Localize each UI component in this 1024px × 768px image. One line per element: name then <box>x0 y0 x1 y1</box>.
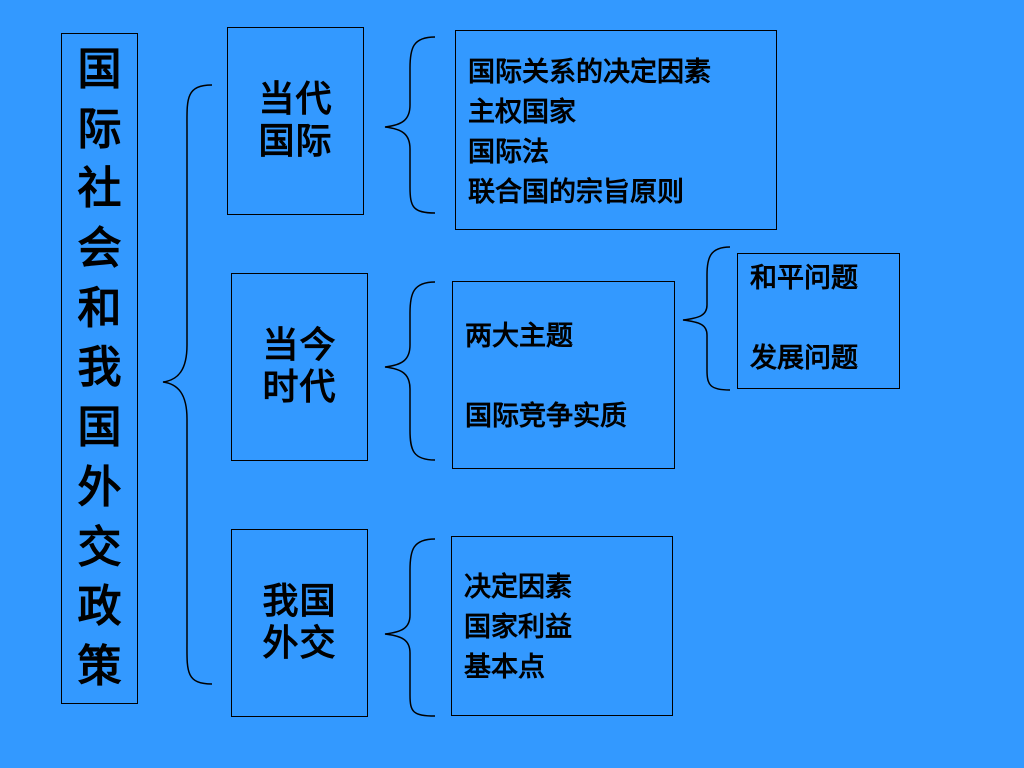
category-label-line: 当代 <box>258 78 333 120</box>
main-title-char: 和 <box>77 282 122 334</box>
category-label-line: 国际 <box>258 121 333 162</box>
category-box-china-diplomacy: 我国 外交 <box>231 529 368 717</box>
brace-current-era <box>384 281 436 461</box>
category-label-line: 外交 <box>262 623 337 664</box>
brace-two-themes <box>682 246 731 391</box>
detail-item: 基本点 <box>464 652 545 683</box>
detail-item: 国家利益 <box>464 612 572 643</box>
category-label-line: 时代 <box>262 367 337 408</box>
main-title-char: 会 <box>77 223 122 275</box>
main-title-char: 际 <box>77 103 122 155</box>
category-box-contemporary-international: 当代 国际 <box>227 27 364 215</box>
sub-detail-box-two-themes: 和平问题 发展问题 <box>737 253 900 389</box>
detail-item: 联合国的宗旨原则 <box>468 177 684 208</box>
main-title-char: 国 <box>77 43 122 95</box>
main-title-box: 国 际 社 会 和 我 国 外 交 政 策 <box>61 33 138 704</box>
main-title-char: 国 <box>77 402 122 454</box>
detail-item: 决定因素 <box>464 572 572 603</box>
detail-box-china-diplomacy: 决定因素 国家利益 基本点 <box>451 536 673 716</box>
detail-item: 国际关系的决定因素 <box>468 57 711 88</box>
brace-china-diplomacy <box>384 538 436 717</box>
detail-box-contemporary-international: 国际关系的决定因素 主权国家 国际法 联合国的宗旨原则 <box>455 30 777 230</box>
category-box-current-era: 当今 时代 <box>231 273 368 461</box>
main-title-char: 外 <box>77 461 122 513</box>
main-title-char: 政 <box>77 581 122 633</box>
main-title-char: 策 <box>77 641 122 693</box>
detail-item: 国际法 <box>468 137 549 168</box>
detail-item: 主权国家 <box>468 97 576 128</box>
detail-item: 两大主题 <box>465 321 573 352</box>
main-title-char: 交 <box>77 521 122 573</box>
main-brace <box>162 84 213 685</box>
sub-detail-item: 发展问题 <box>750 343 858 374</box>
sub-detail-item: 和平问题 <box>750 263 858 294</box>
brace-contemporary-international <box>384 36 436 214</box>
category-label-line: 我国 <box>262 580 337 622</box>
main-title-char: 社 <box>77 163 122 215</box>
main-title-char: 我 <box>77 342 122 394</box>
category-label-line: 当今 <box>262 324 337 366</box>
detail-box-current-era: 两大主题 国际竞争实质 <box>452 281 675 469</box>
detail-item: 国际竞争实质 <box>465 401 627 432</box>
